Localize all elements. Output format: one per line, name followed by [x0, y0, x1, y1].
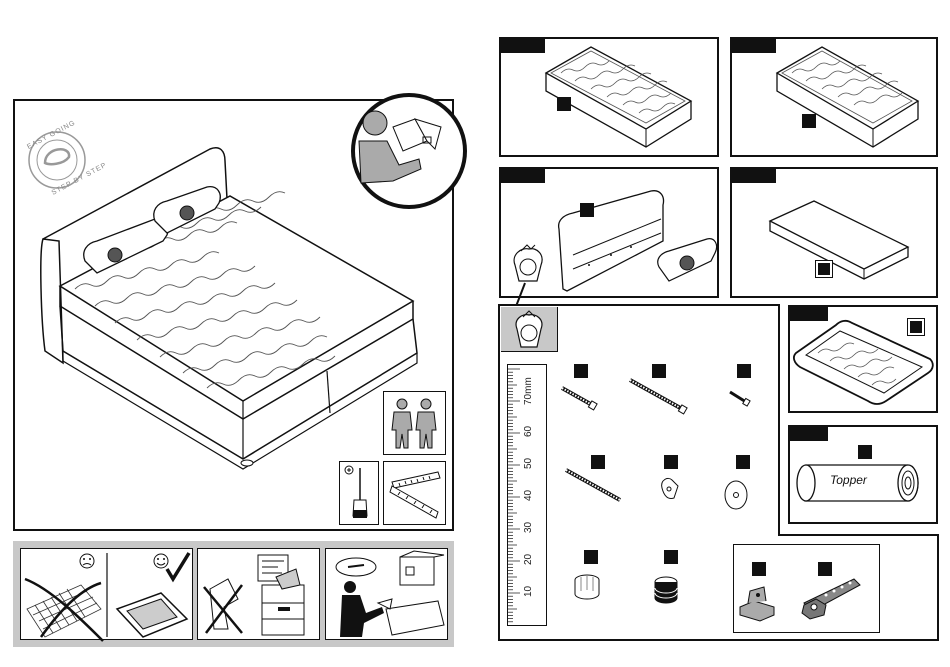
- part-panel-tray: [788, 305, 938, 413]
- part-panel-topper: Topper: [788, 425, 938, 524]
- topper-label: Topper: [830, 473, 868, 487]
- brackets: [734, 545, 881, 634]
- bracket-box: [733, 544, 880, 633]
- topper-roll: Topper: [790, 427, 940, 526]
